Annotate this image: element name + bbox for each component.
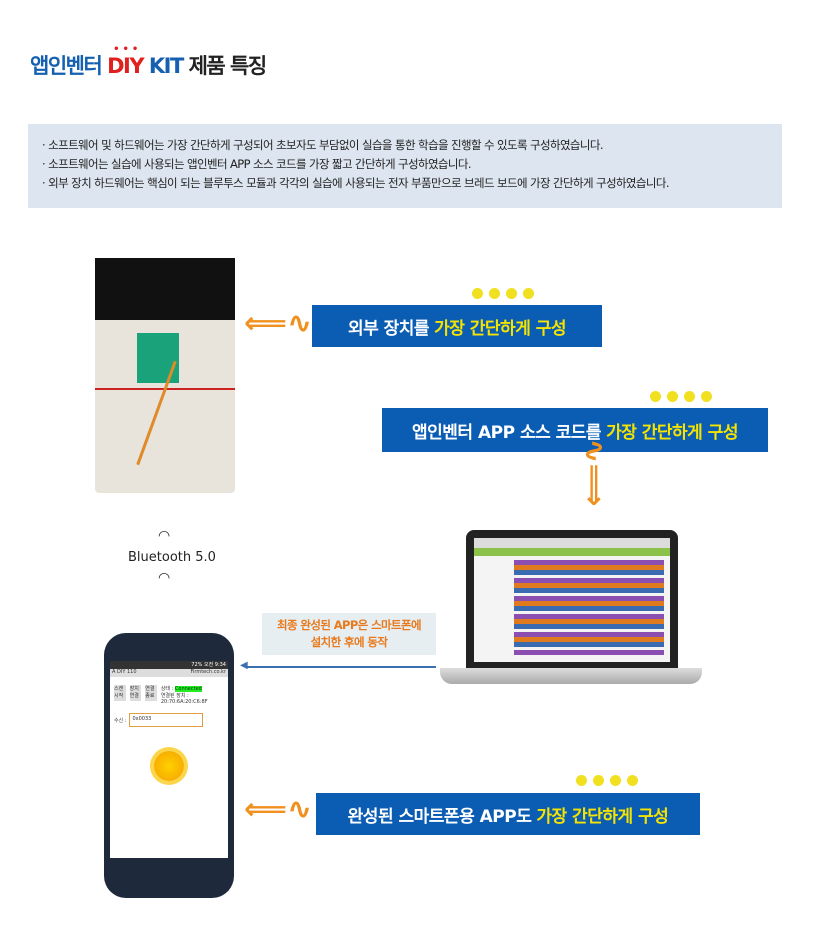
squiggle-arrow-icon: ⟸∿ [244,306,313,341]
status-badge: Connected [174,686,202,692]
bluetooth-label: Bluetooth 5.0 [128,550,216,565]
wifi-icon: ◠ [158,528,171,544]
breadboard-image [95,258,235,493]
feature-item: · 외부 장치 하드웨어는 핵심이 되는 블루투스 모듈과 각각의 실습에 사용… [42,176,670,190]
sun-icon [154,751,184,781]
disconnect-button[interactable]: 연결 종료 [145,685,157,701]
feature-item: · 소프트웨어 및 하드웨어는 가장 간단하게 구성되어 초보자도 부담없이 실… [42,138,604,152]
emphasis-dots [472,288,534,299]
wifi-icon: ◠ [158,570,171,586]
connect-button[interactable]: 장치 연결 [129,685,142,701]
receive-field[interactable]: 0x0033 [129,713,204,727]
arrow-left-line [246,666,436,668]
scan-button[interactable]: 스캔 시작 [114,685,126,701]
feature-list: · 소프트웨어 및 하드웨어는 가장 간단하게 구성되어 초보자도 부담없이 실… [28,124,782,208]
laptop-image [466,530,678,670]
emphasis-dots [576,775,638,786]
squiggle-arrow-down-icon: ∿⟹ [576,438,612,507]
feature-item: · 소프트웨어는 실습에 사용되는 앱인벤터 APP 소스 코드를 가장 짧고 … [42,157,472,171]
laptop-base [440,668,702,684]
arrow-left-icon: ◀ [240,660,248,671]
squiggle-arrow-icon: ⟸∿ [244,792,313,827]
page-title: 앱인벤터 •••DIY KIT 제품 특징 [30,44,267,78]
diy-label: •••DIY [107,44,144,78]
emphasis-dots [650,391,712,402]
